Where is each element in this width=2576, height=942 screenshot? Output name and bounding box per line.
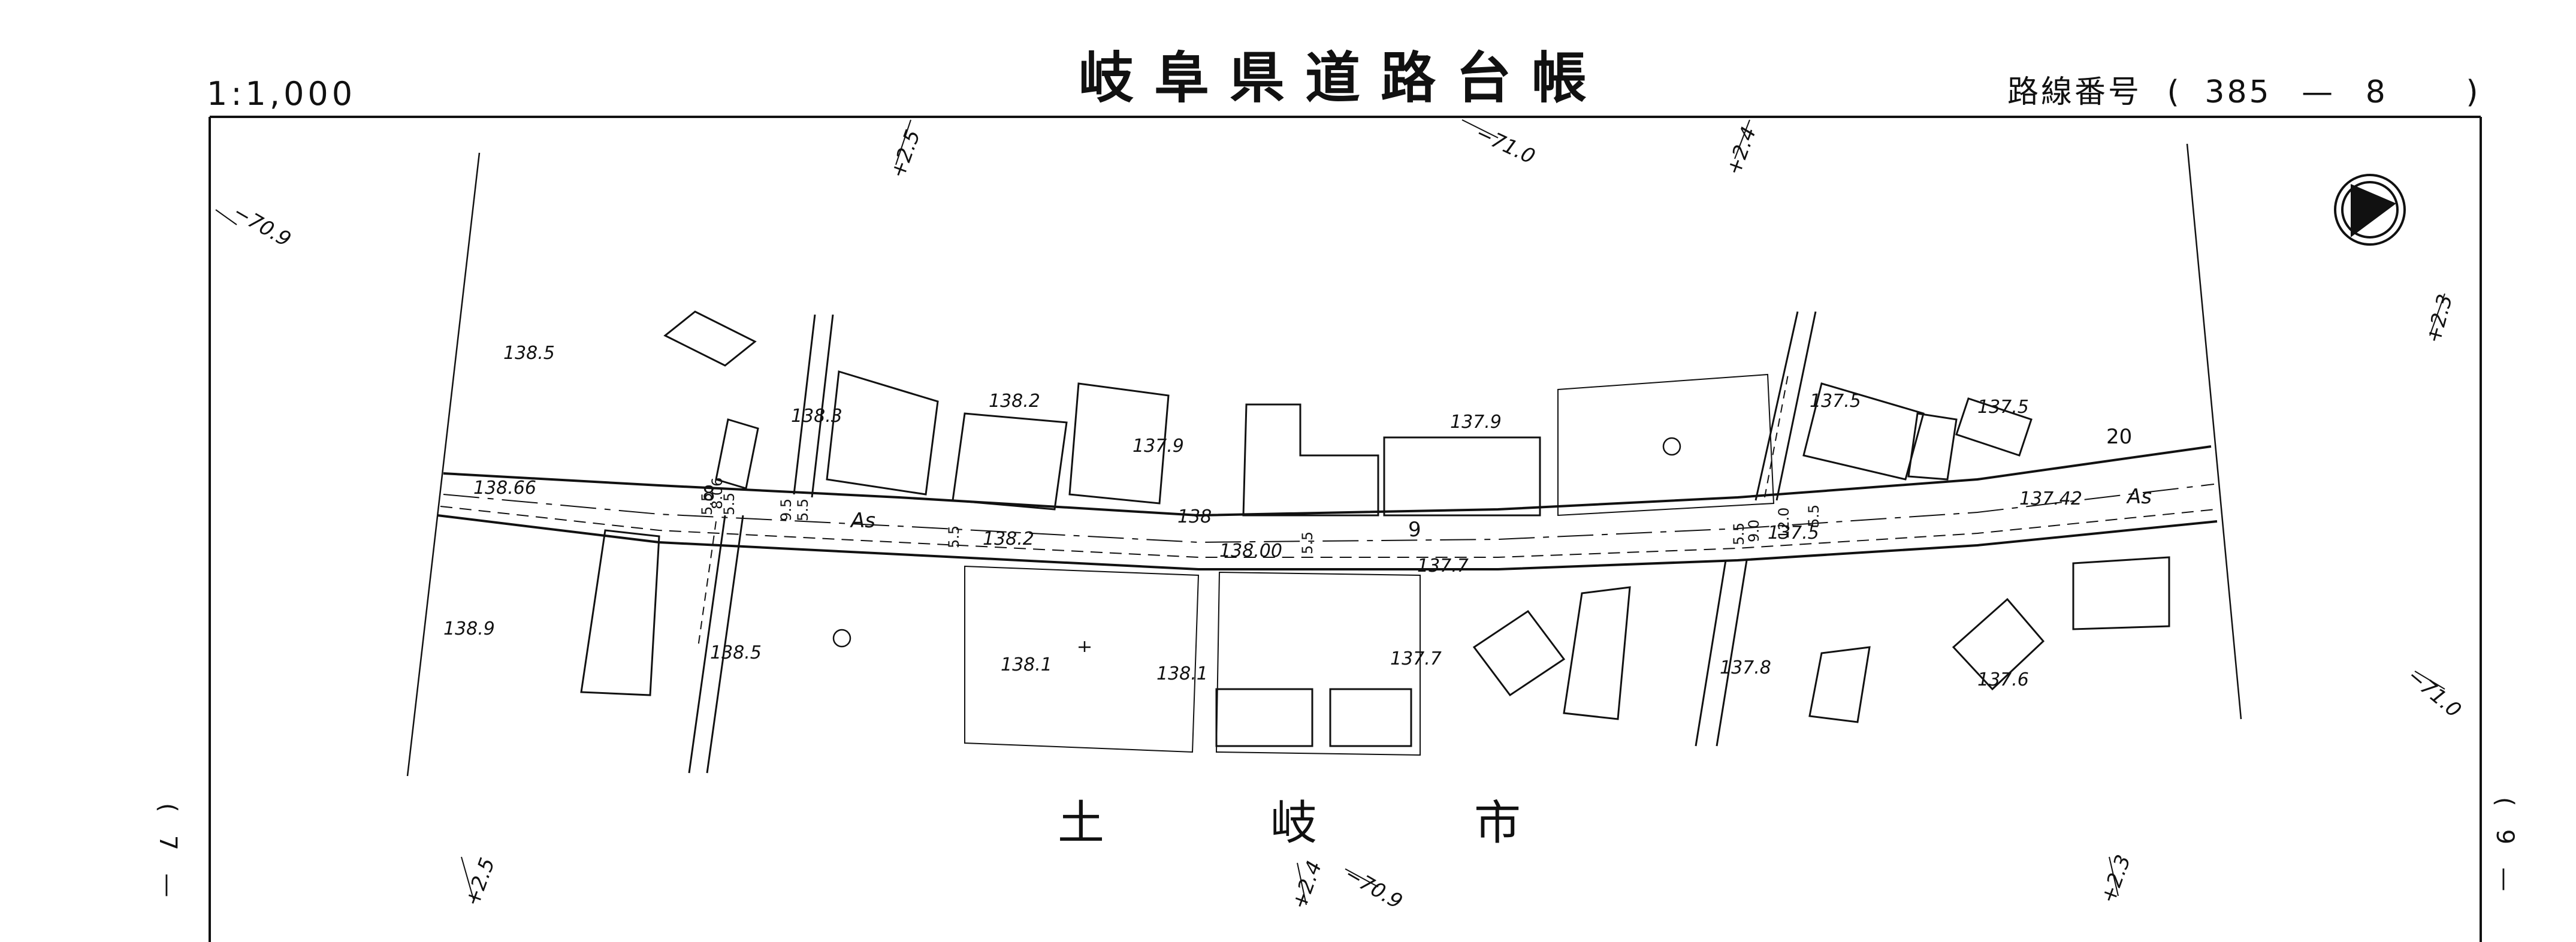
margin-right-ref: ( 9 — [2491,797,2518,892]
landmark-symbols [832,437,1681,652]
building [715,418,759,490]
sheet-frame [209,116,2482,942]
road-width-value: 5.5 [795,499,811,521]
road-width-value: 5.5 [1805,505,1822,527]
lot-boundary [964,565,1200,753]
map-scale: 1:1,000 [207,75,357,113]
spot-elevation: 138.5 [503,343,555,364]
margin-left-ref: ( 7 — [154,803,182,898]
spot-elevation: 137.5 [1977,397,2029,418]
building [2072,556,2170,630]
sheet-title: 岐阜県道路台帳 [1079,46,1608,110]
city-name-char: 土 [1058,796,1105,850]
spot-elevation: 138.3 [791,406,842,427]
building [1952,597,2045,691]
building [1907,412,1958,481]
road-surface-label: As [2127,485,2152,509]
route-sheet: 8 [2365,74,2388,110]
road-width-value: 9.0 [1745,520,1762,542]
road-width-value: 8.06 [709,478,726,509]
buildings [580,310,2170,756]
road-width-value: 5.5 [1299,532,1316,554]
spot-elevation: 138.9 [443,618,495,639]
spot-elevation: 137.42 [2019,488,2082,509]
spot-elevation: 137.8 [1720,657,1771,678]
temple-symbol [1662,437,1681,456]
building [580,529,660,696]
building [663,310,757,367]
building [1563,586,1631,720]
road-width-value: 9 [1408,518,1421,542]
lot-boundary [1557,373,1775,517]
building [1068,382,1170,505]
spot-elevation: 138.2 [989,391,1040,412]
spot-elevation: 138.5 [710,642,762,663]
route-paren-open: ( [2167,74,2182,110]
spot-elevation: 138.2 [983,529,1034,550]
route-paren-close: ) [2466,74,2481,110]
building [952,412,1068,511]
building [1242,403,1379,517]
spot-elevation: 138.1 [1156,663,1208,684]
north-arrow-symbol [2334,174,2406,246]
road-width-value: 20 [2106,425,2132,449]
road-width-value: 8 [702,482,715,506]
building [826,370,939,496]
route-number: 385 [2204,74,2272,110]
building [1472,609,1566,697]
temple-symbol [832,629,851,648]
spot-elevation: 137.5 [1768,523,1819,544]
spot-elevation: 138.00 [1219,541,1282,561]
building [1802,382,1925,481]
city-name-char: 市 [1474,796,1521,850]
spot-elevation: 137.5 [1810,391,1861,412]
spot-elevation: 137.9 [1450,412,1502,433]
road-width-value: 9.5 [778,499,795,521]
building [1329,688,1412,747]
field-symbol [1079,641,1091,652]
contour-ticks [215,119,2445,905]
lot-boundary [1215,571,1421,756]
route-label: 路線番号 [2007,74,2142,110]
road-width-value: 5.5 [721,493,738,515]
spot-elevation: 138.66 [473,478,536,499]
prefectural-road [437,311,2218,774]
spot-elevation: 137.9 [1133,436,1184,457]
spot-elevation: 138.1 [1001,654,1052,675]
road-width-value: 5.5 [946,526,962,548]
building [1215,688,1313,747]
road-surface-label: As [851,509,875,533]
building [1955,397,2033,457]
building [1808,646,1871,723]
spot-elevation: 138 [1177,506,1212,527]
road-width-value: 5.5 [1731,523,1747,545]
city-name-char: 岐 [1270,796,1318,850]
road-width-value: 5.5 [699,493,715,515]
building [1383,436,1541,517]
spot-elevation: 137.7 [1390,648,1442,669]
spot-elevation: 137.6 [1977,669,2029,690]
route-dash: — [2302,74,2336,110]
road-width-value: 12.0 [1775,508,1792,539]
spot-elevation: 137.7 [1417,555,1469,576]
survey-area-outline [406,143,2242,777]
route-number-block: 路線番号 ( 385 — 8 ) [2007,77,2481,108]
